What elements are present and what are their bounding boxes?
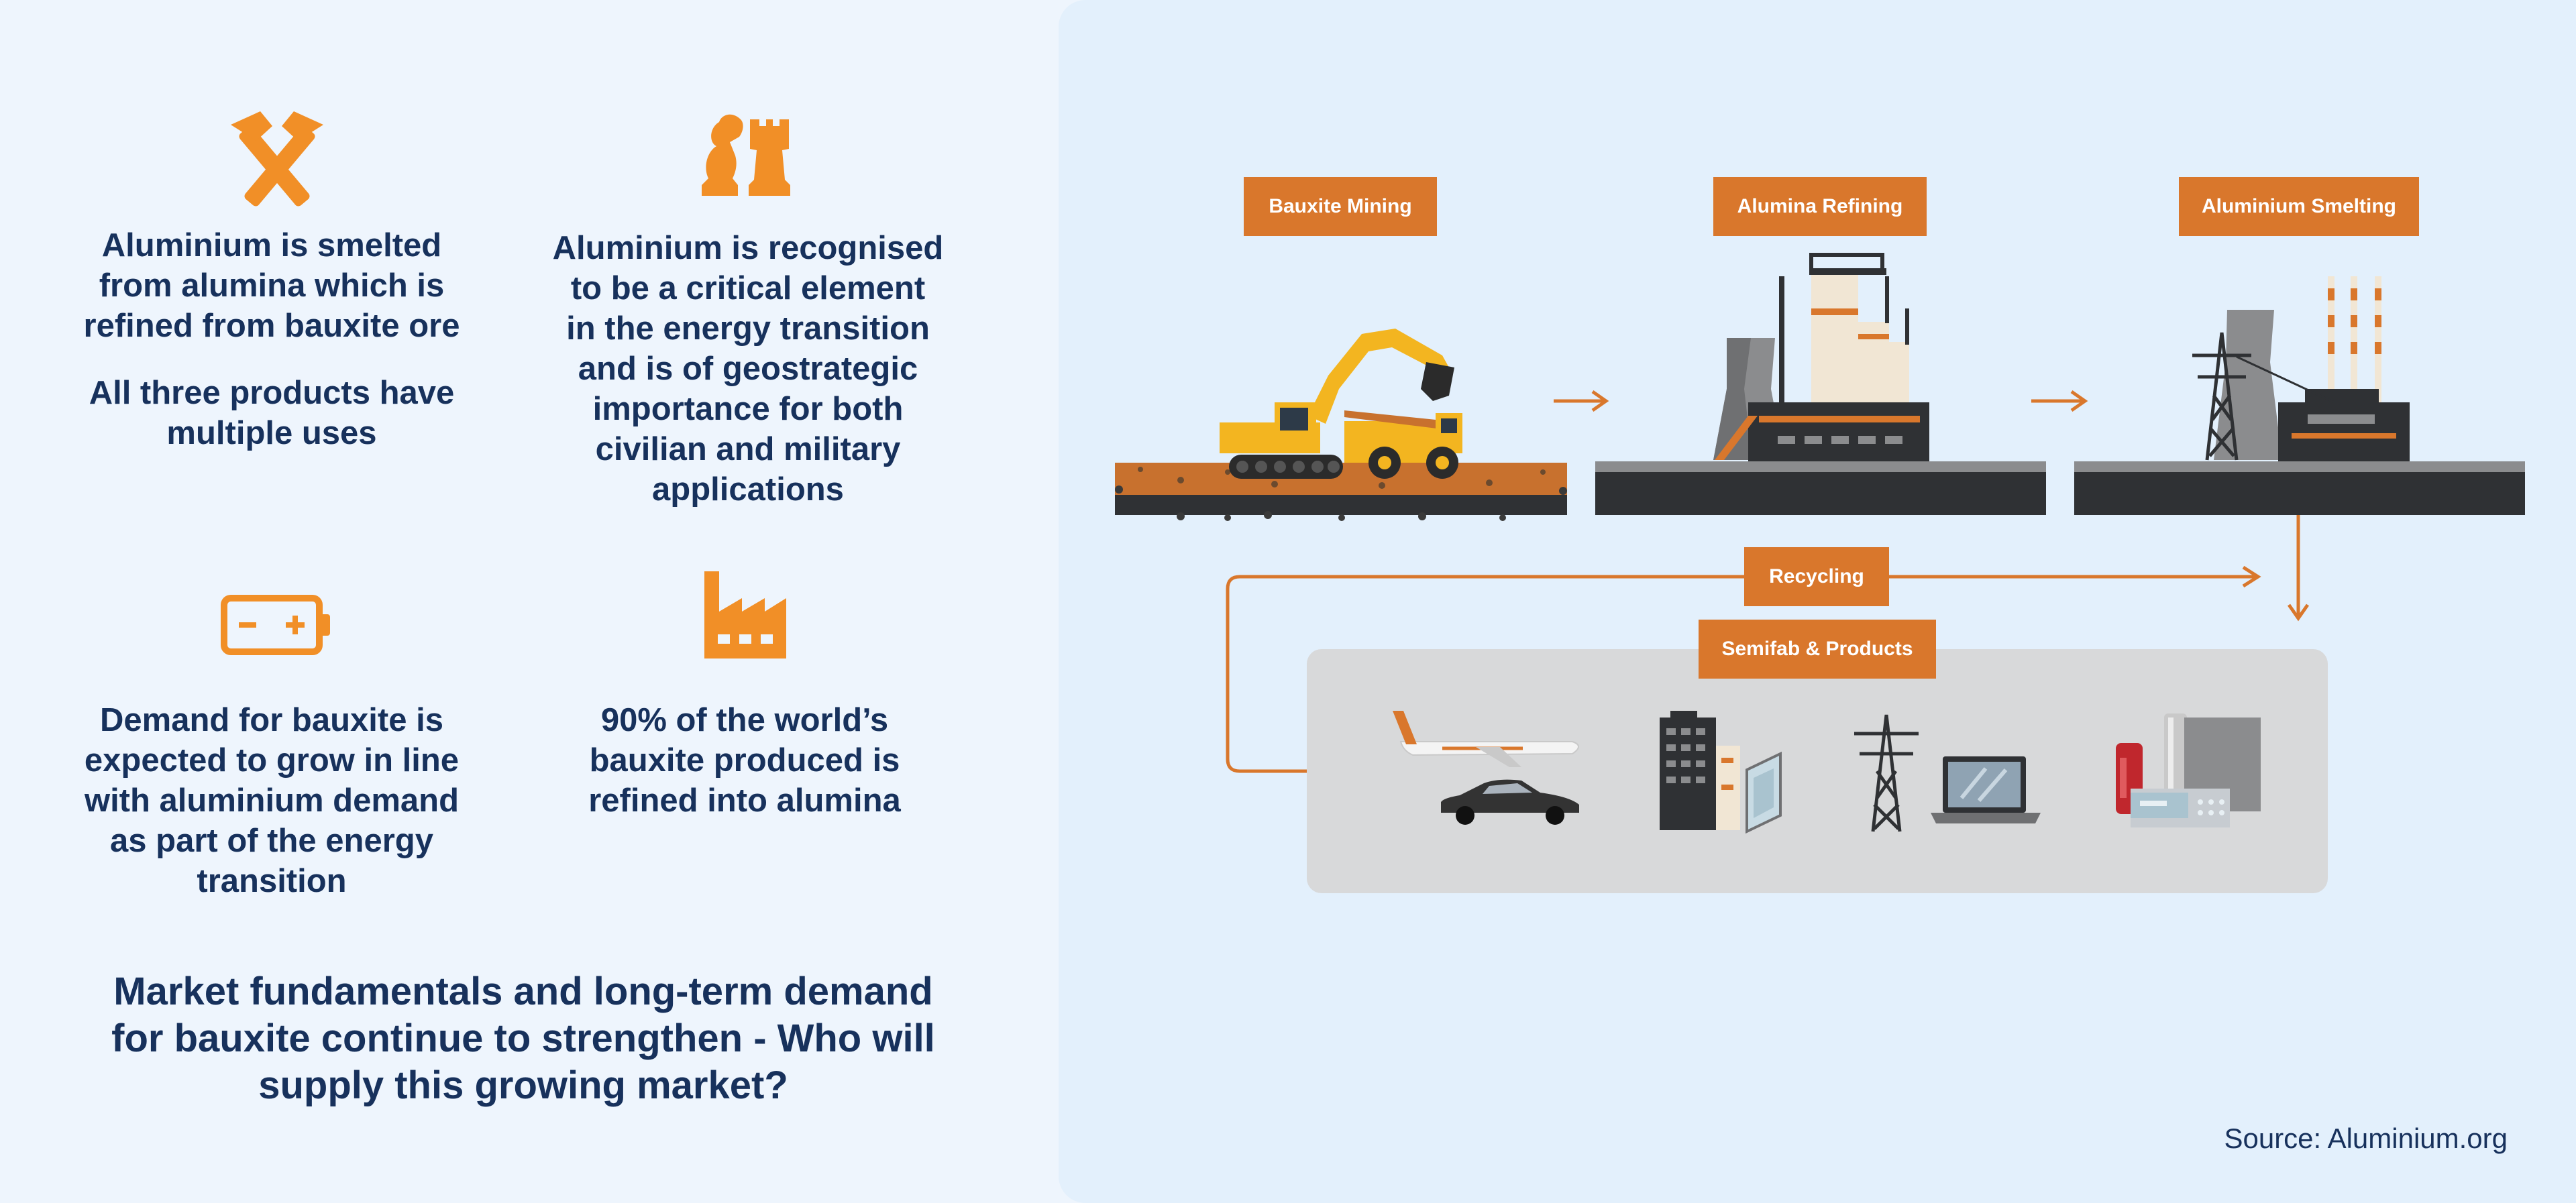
fact-line: from alumina which is [99, 268, 445, 304]
arrow-mining-to-refining [1554, 390, 1609, 412]
fact-smelting: Aluminium is smelted from alumina which … [67, 225, 476, 453]
battery-icon [221, 595, 330, 655]
fact-line: importance for both [592, 391, 904, 427]
car-icon [1441, 779, 1579, 825]
stage-label-aluminium-smelting: Aluminium Smelting [2179, 177, 2419, 236]
stage-label-recycling: Recycling [1744, 547, 1889, 606]
building-icon [1660, 711, 1740, 830]
dump-truck-icon [1344, 410, 1462, 479]
fact-line: as part of the energy [110, 823, 433, 859]
stage-label-bauxite-mining: Bauxite Mining [1244, 177, 1437, 236]
fact-line: to be a critical element [570, 270, 926, 306]
headline-line: supply this growing market? [258, 1064, 788, 1107]
airplane-icon [1393, 711, 1579, 767]
semifab-products-box [1307, 649, 2328, 893]
excavator-icon [1220, 329, 1454, 479]
arrow-smelting-to-products [2287, 515, 2310, 622]
source-credit: Source: Aluminium.org [2224, 1123, 2508, 1154]
headline: Market fundamentals and long-term demand… [94, 968, 953, 1109]
fact-line: All three products have [89, 375, 455, 411]
fact-demand-growth: Demand for bauxite is expected to grow i… [67, 700, 476, 901]
fact-line: multiple uses [166, 415, 377, 451]
fact-line: Aluminium is recognised [552, 230, 944, 266]
fact-line: civilian and military [595, 431, 901, 467]
stage-label-alumina-refining: Alumina Refining [1713, 177, 1927, 236]
glass-panel-icon [1746, 751, 1782, 834]
facts-panel: Aluminium is smelted from alumina which … [0, 0, 1060, 1203]
fact-line: Aluminium is smelted [101, 227, 442, 264]
arrow-refining-to-smelting [2031, 390, 2088, 412]
fact-line: transition [197, 863, 347, 899]
packaging-icon [2131, 718, 2261, 827]
power-pylon-icon [2192, 332, 2335, 461]
recycling-loop-arrow [1226, 565, 2261, 773]
transmission-pylon-icon [1854, 714, 1919, 832]
factory-icon [704, 571, 786, 658]
headline-line: Market fundamentals and long-term demand [113, 970, 933, 1013]
fact-line: and is of geostrategic [578, 351, 918, 387]
fact-line: applications [652, 471, 844, 508]
fact-line: expected to grow in line [84, 742, 460, 779]
fact-line: refined into alumina [588, 783, 901, 819]
smelter-icon [2214, 276, 2410, 461]
fact-critical-element: Aluminium is recognised to be a critical… [537, 228, 959, 510]
refinery-icon [1713, 253, 1929, 461]
fact-line: bauxite produced is [589, 742, 900, 779]
fact-line: with aluminium demand [84, 783, 460, 819]
fact-line: refined from bauxite ore [83, 308, 460, 344]
hammers-icon [231, 111, 323, 207]
stage-label-semifab-products: Semifab & Products [1699, 620, 1936, 679]
fact-line: Demand for bauxite is [100, 702, 443, 738]
laptop-icon [1931, 756, 2041, 823]
refining-ground-edge [1595, 461, 2046, 472]
fact-line: 90% of the world’s [600, 702, 889, 738]
smelting-ground-edge [2074, 461, 2525, 472]
fact-line: in the energy transition [566, 310, 930, 347]
headline-line: for bauxite continue to strengthen - Who… [111, 1017, 935, 1060]
fact-refined-share: 90% of the world’s bauxite produced is r… [537, 700, 953, 821]
chess-pieces-icon [702, 114, 790, 196]
